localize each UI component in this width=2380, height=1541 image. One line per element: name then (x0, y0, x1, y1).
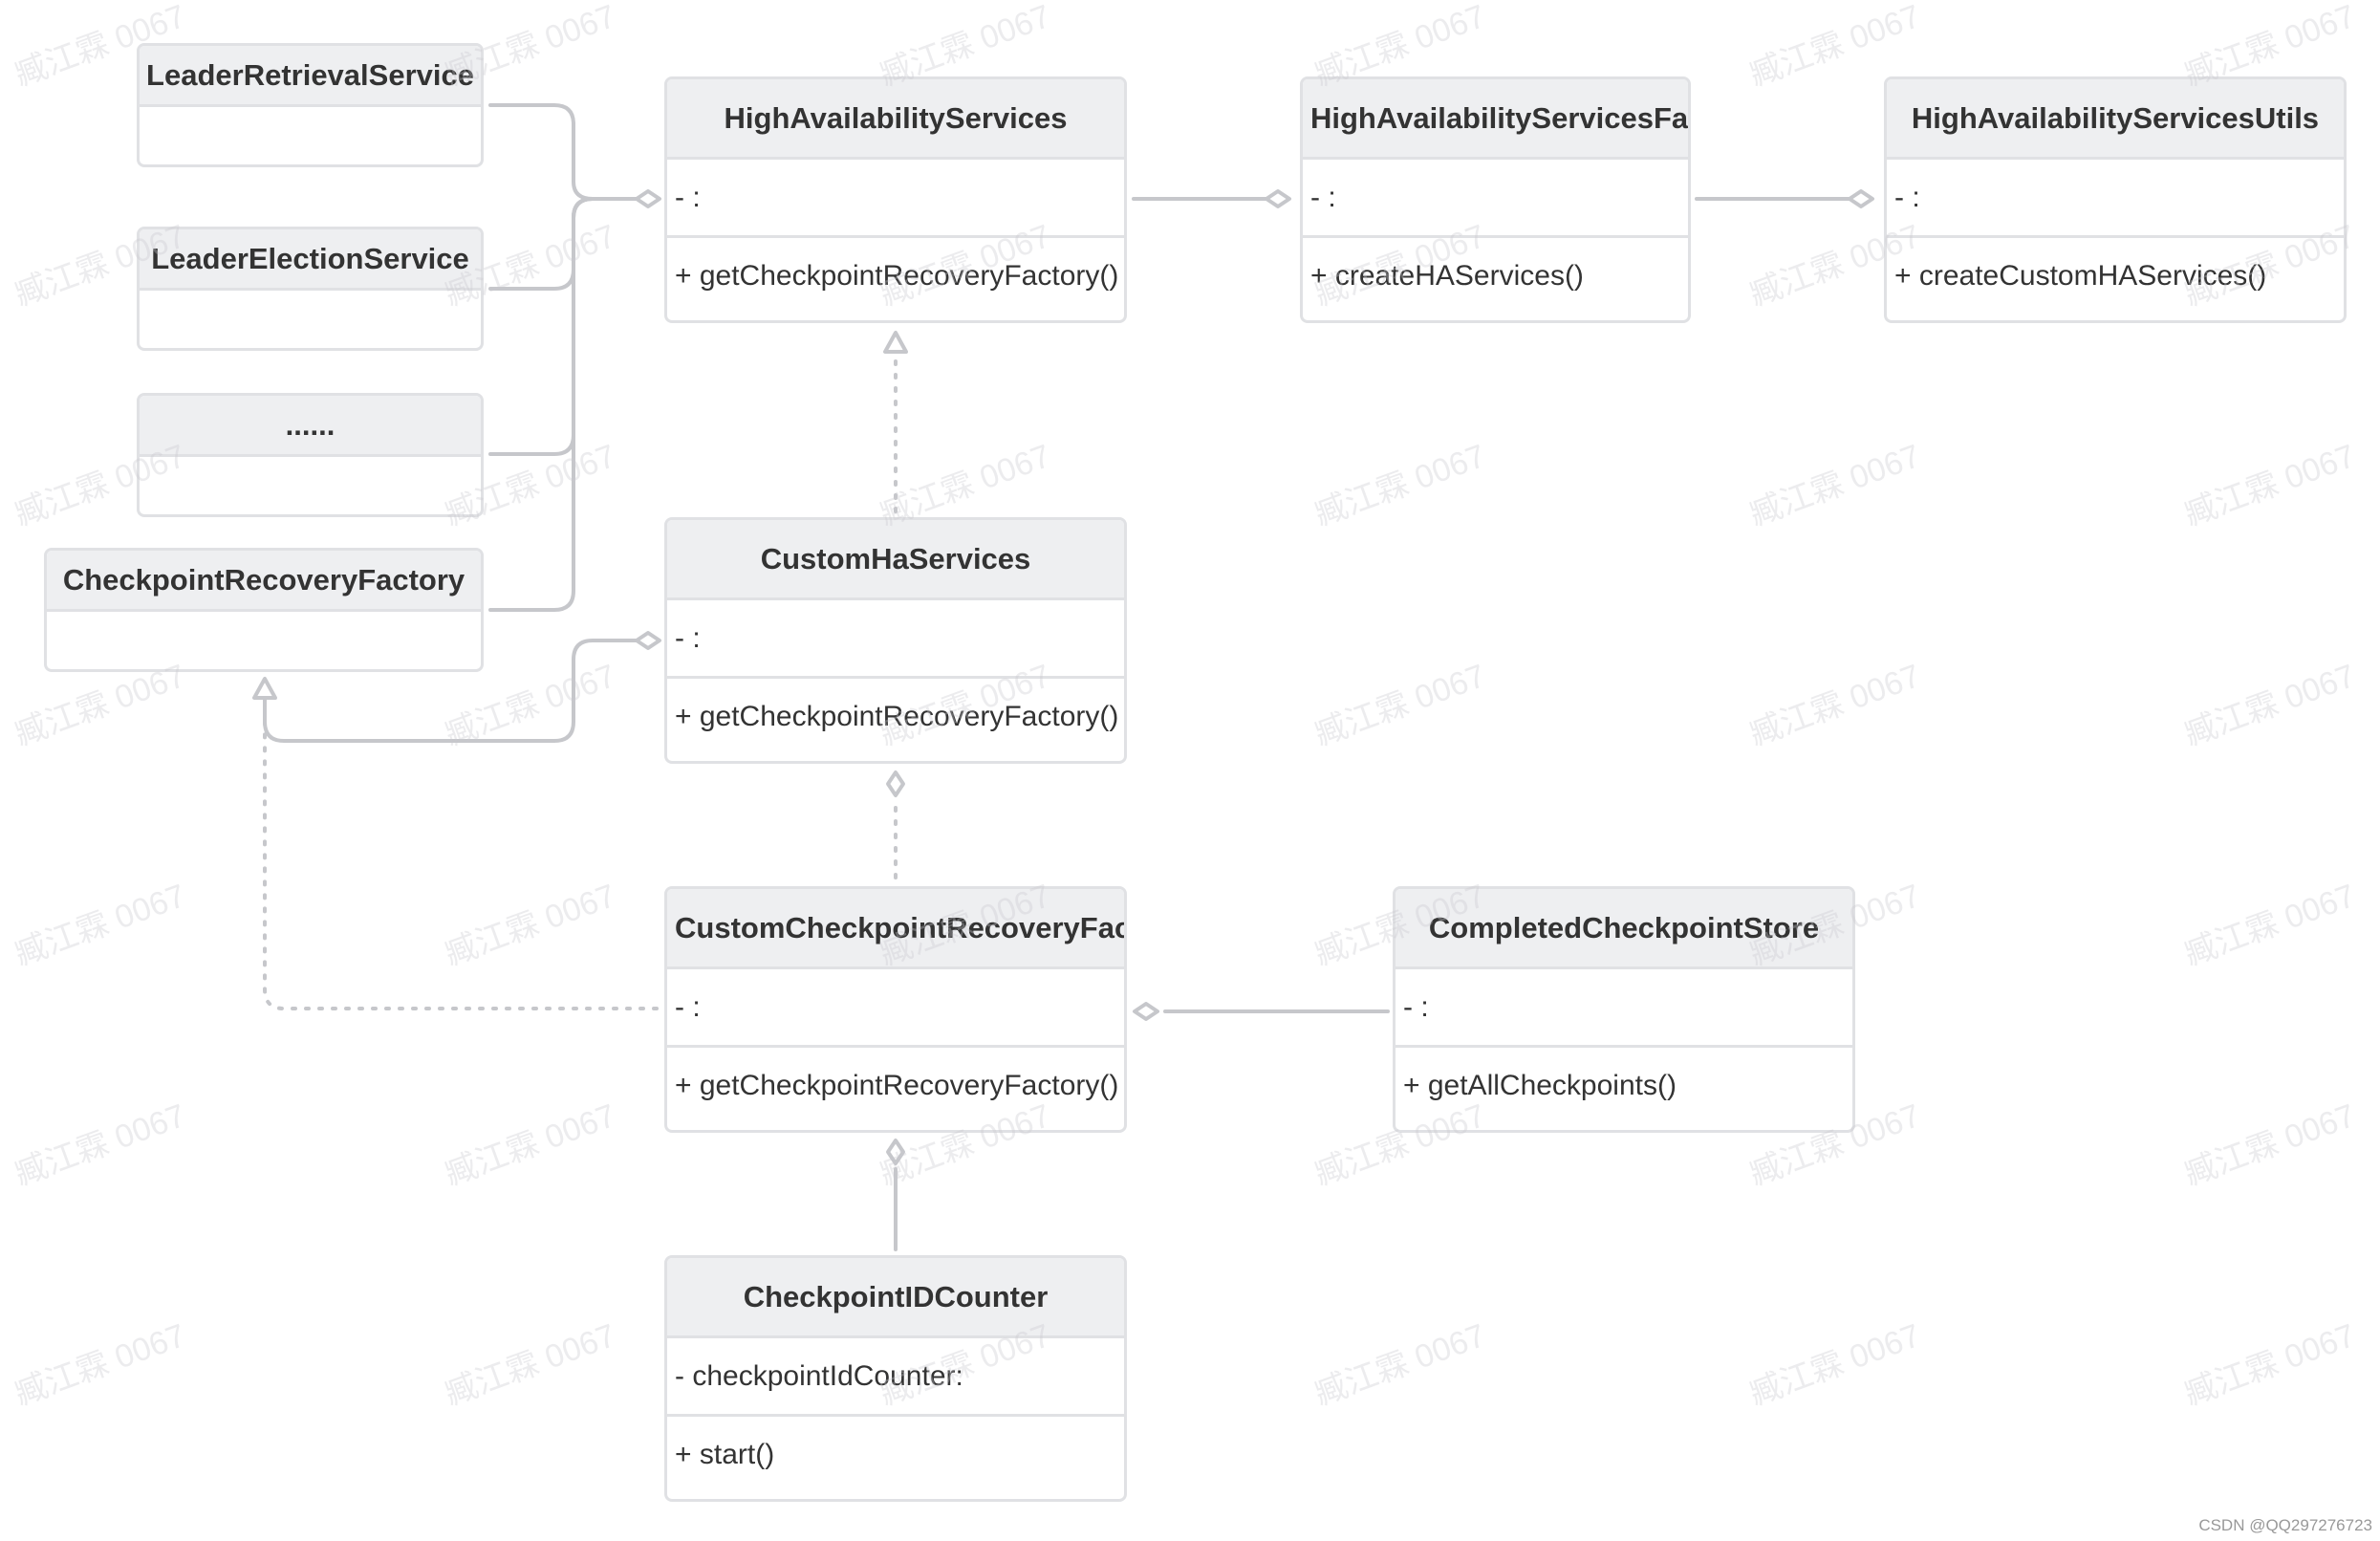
diamond-marker (635, 631, 661, 650)
edge-leader-election-to-ha-services (488, 197, 595, 291)
class-name: CustomHaServices (667, 520, 1124, 600)
class-leader-retrieval-service[interactable]: LeaderRetrievalService (137, 43, 484, 167)
class-attributes: - : (667, 160, 1124, 238)
class-high-availability-services[interactable]: HighAvailabilityServices - : + getCheckp… (664, 76, 1127, 323)
class-name: LeaderRetrievalService (140, 46, 481, 107)
class-attributes: - : (1396, 969, 1852, 1048)
class-attributes: - checkpointIdCounter: (667, 1338, 1124, 1417)
class-methods: + start() (675, 1439, 775, 1470)
edge-ellipsis-to-ha-services (488, 197, 595, 456)
triangle-marker (252, 677, 277, 700)
diamond-marker (886, 770, 905, 797)
diamond-marker (886, 1139, 905, 1165)
class-attributes: - : (1303, 160, 1688, 238)
class-name: HighAvailabilityServices (667, 79, 1124, 160)
class-methods: + getCheckpointRecoveryFactory() (675, 260, 1119, 292)
class-methods: + createCustomHAServices() (1894, 260, 2267, 292)
class-methods: + getCheckpointRecoveryFactory() (675, 701, 1119, 732)
class-name: LeaderElectionService (140, 229, 481, 291)
class-name: CompletedCheckpointStore (1396, 889, 1852, 969)
class-high-availability-services-factory[interactable]: HighAvailabilityServicesFact - : + creat… (1300, 76, 1691, 323)
edge-leader-retrieval-to-ha-services (488, 103, 640, 201)
class-attributes: - : (1887, 160, 2344, 238)
class-checkpoint-recovery-factory[interactable]: CheckpointRecoveryFactory (44, 548, 484, 672)
class-attributes: - : (667, 969, 1124, 1048)
class-methods: + getAllCheckpoints() (1403, 1070, 1677, 1101)
class-leader-election-service[interactable]: LeaderElectionService (137, 227, 484, 351)
class-attributes: - : (667, 600, 1124, 679)
class-ellipsis[interactable]: ...... (137, 393, 484, 517)
class-custom-ha-services[interactable]: CustomHaServices - : + getCheckpointReco… (664, 517, 1127, 764)
class-name: CustomCheckpointRecoveryFactc (667, 889, 1124, 969)
triangle-marker (883, 331, 908, 354)
class-checkpoint-id-counter[interactable]: CheckpointIDCounter - checkpointIdCounte… (664, 1255, 1127, 1502)
edge-custom-ha-to-checkpoint-recovery-factory (263, 639, 640, 743)
class-name: HighAvailabilityServicesUtils (1887, 79, 2344, 160)
diamond-marker (1848, 189, 1874, 208)
class-name: HighAvailabilityServicesFact (1303, 79, 1688, 160)
class-methods: + createHAServices() (1310, 260, 1584, 292)
edge-custom-factory-realizes-checkpoint-recovery-factory (263, 696, 659, 1010)
class-methods: + getCheckpointRecoveryFactory() (675, 1070, 1119, 1101)
credit-text: CSDN @QQ297276723 (2198, 1516, 2372, 1534)
diamond-marker (635, 189, 661, 208)
diamond-marker (1265, 189, 1291, 208)
edge-checkpoint-recovery-factory-to-ha-services (488, 197, 595, 612)
class-name: CheckpointRecoveryFactory (47, 551, 481, 612)
class-custom-checkpoint-recovery-factory[interactable]: CustomCheckpointRecoveryFactc - : + getC… (664, 886, 1127, 1133)
class-high-availability-services-utils[interactable]: HighAvailabilityServicesUtils - : + crea… (1884, 76, 2347, 323)
class-name: CheckpointIDCounter (667, 1258, 1124, 1338)
class-name: ...... (140, 396, 481, 457)
diamond-marker (1133, 1002, 1159, 1021)
class-completed-checkpoint-store[interactable]: CompletedCheckpointStore - : + getAllChe… (1393, 886, 1855, 1133)
